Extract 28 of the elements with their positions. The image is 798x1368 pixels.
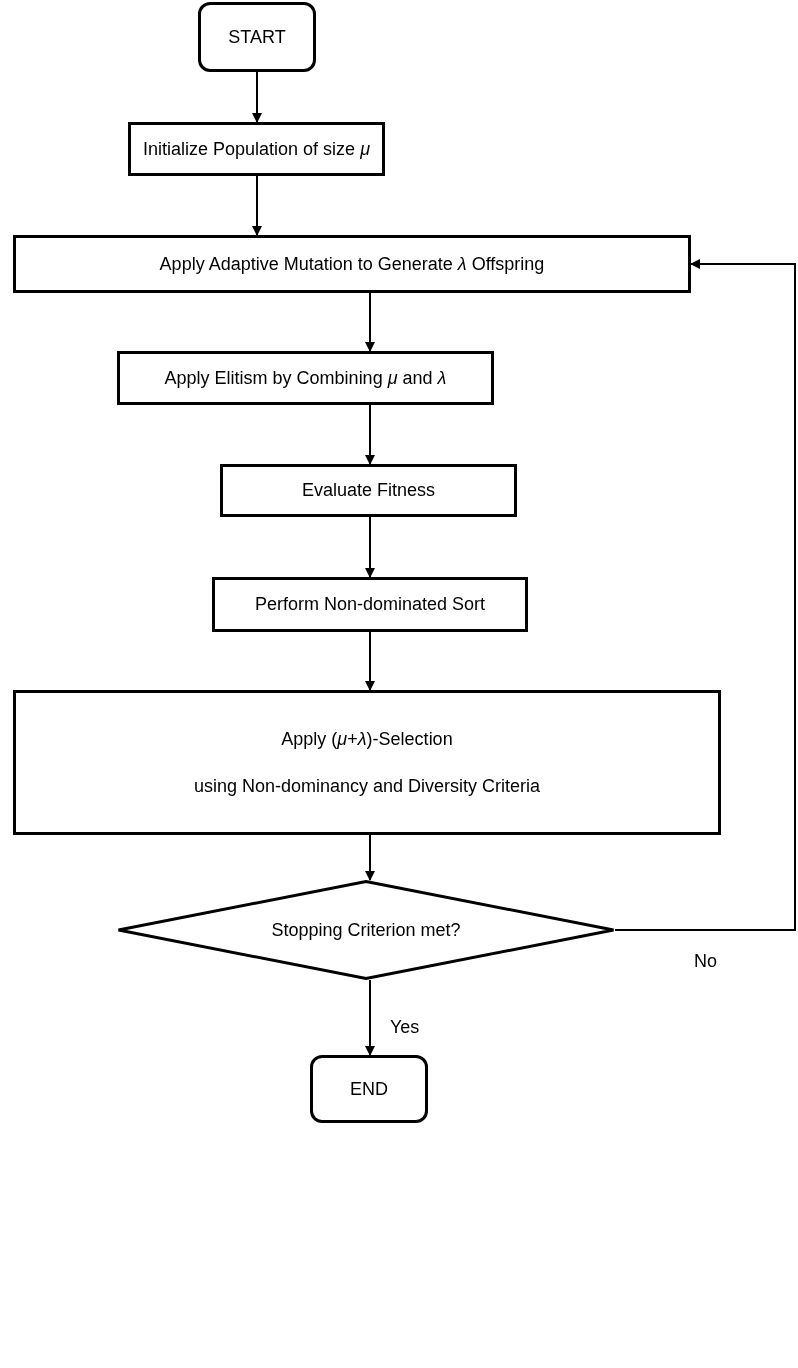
process-box xyxy=(220,464,517,517)
arrow xyxy=(365,631,375,691)
process-box xyxy=(212,577,528,632)
arrow xyxy=(252,71,262,123)
process-box xyxy=(13,235,691,293)
arrow xyxy=(365,404,375,465)
terminal-box xyxy=(198,2,316,72)
node-text: Stopping Criterion met? xyxy=(271,918,461,942)
process-box xyxy=(117,351,494,405)
arrow xyxy=(365,292,375,352)
node-text: Initialize Population of size μ xyxy=(143,137,370,161)
node-text: Evaluate Fitness xyxy=(301,479,436,502)
process-box xyxy=(128,122,385,176)
arrow xyxy=(365,516,375,578)
arrow xyxy=(614,259,796,931)
arrow xyxy=(365,979,375,1056)
node-text: Apply (μ+λ)-Selection xyxy=(281,728,453,751)
arrow xyxy=(365,834,375,881)
decision-diamond xyxy=(117,880,615,980)
process-box xyxy=(13,690,721,835)
node-text: using Non-dominancy and Diversity Criteria xyxy=(193,774,541,797)
node-text: END xyxy=(350,1077,388,1101)
node-text: Perform Non-dominated Sort xyxy=(254,593,486,616)
node-text: Apply Adaptive Mutation to Generate λ Offspring xyxy=(159,252,545,276)
node-text: START xyxy=(228,25,286,49)
node-text: Apply Elitism by Combining μ and λ xyxy=(164,366,447,390)
terminal-box xyxy=(310,1055,428,1123)
arrow xyxy=(252,175,262,236)
